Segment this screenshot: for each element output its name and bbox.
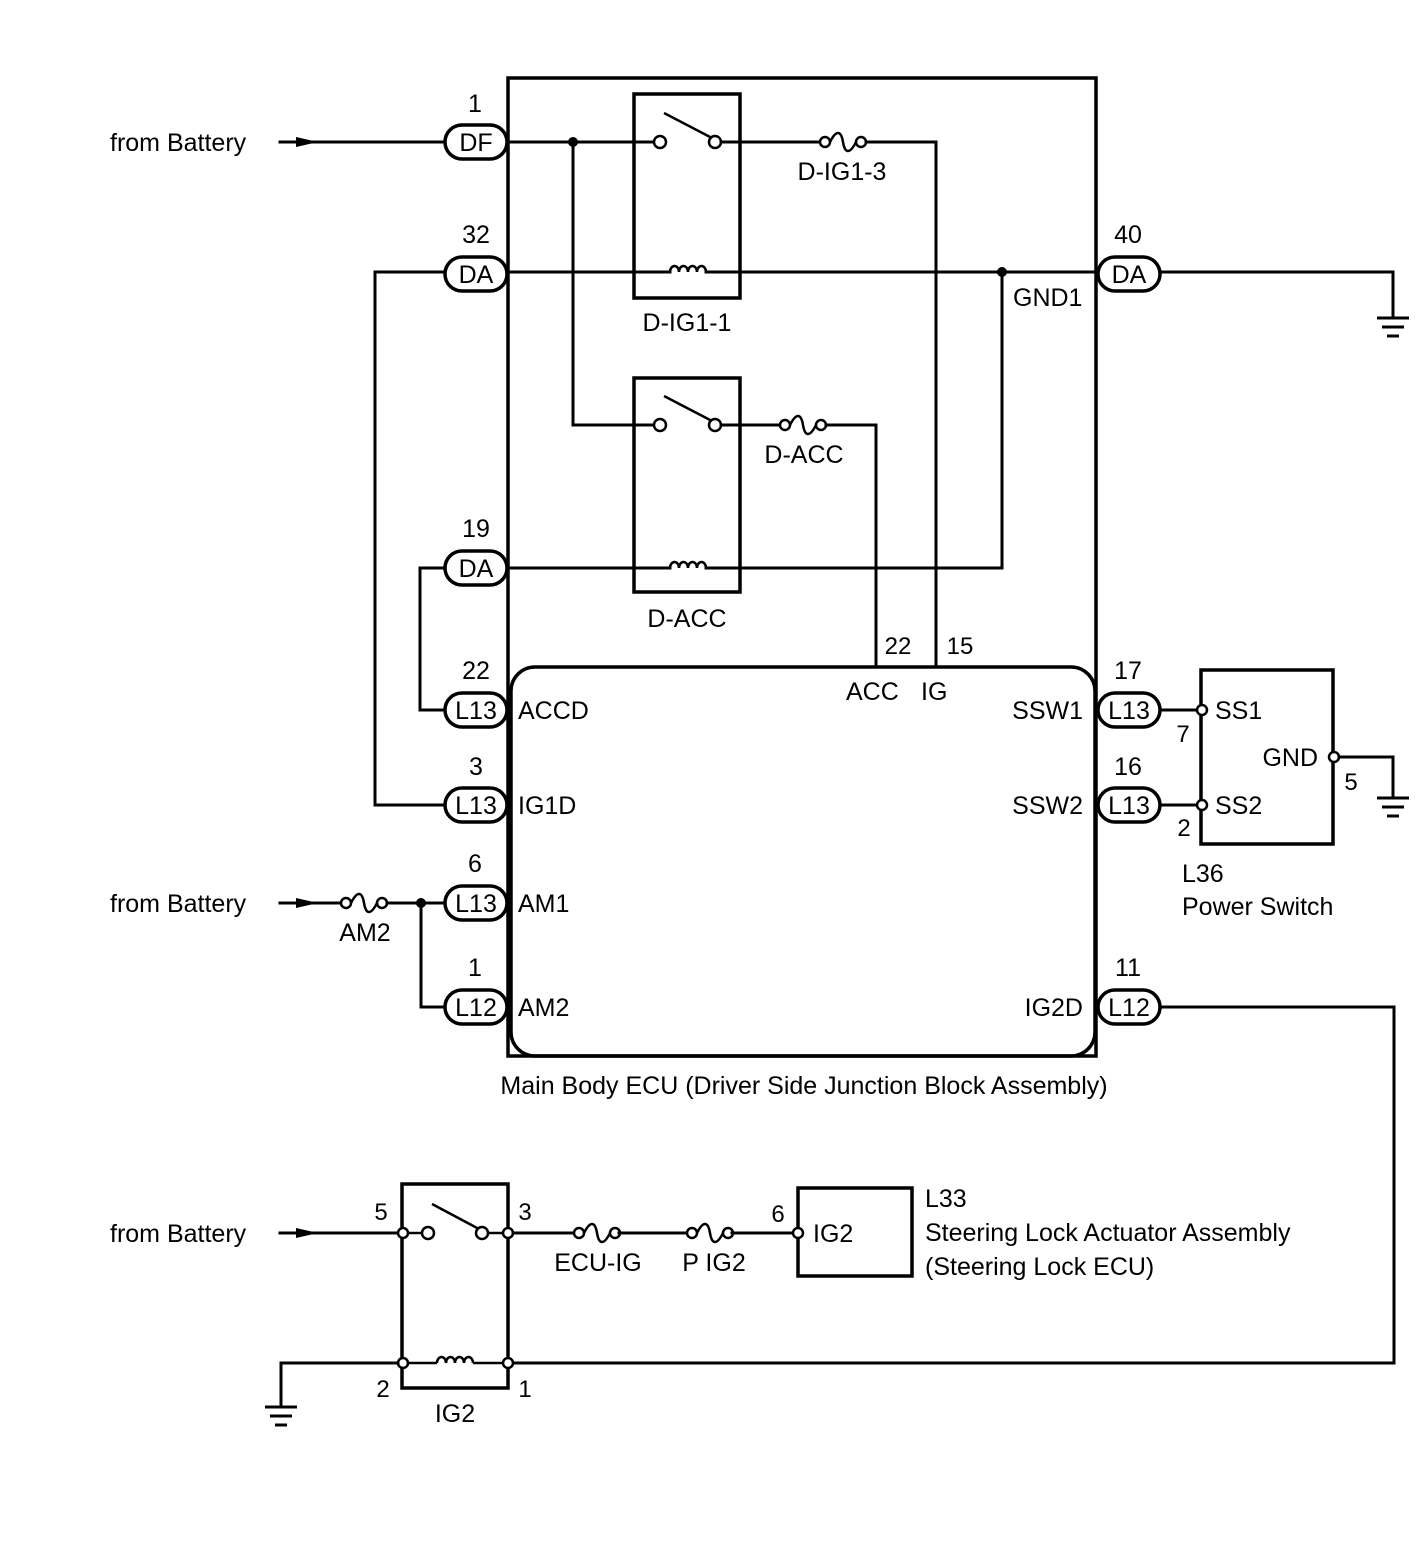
steering-lock-name: Steering Lock Actuator Assembly bbox=[925, 1219, 1291, 1247]
connector-da-32: 32 DA bbox=[443, 221, 509, 293]
from-battery-label-3: from Battery bbox=[110, 1220, 247, 1248]
relay-label: D-IG1-1 bbox=[643, 309, 732, 337]
power-switch-name: Power Switch bbox=[1182, 893, 1333, 921]
steering-lock-subname: (Steering Lock ECU) bbox=[925, 1253, 1154, 1281]
ground-icon bbox=[1375, 796, 1411, 818]
relay-coil-icon bbox=[435, 1355, 475, 1365]
connector-pin-number: 3 bbox=[469, 753, 483, 781]
connector-code: L12 bbox=[455, 994, 497, 1022]
terminal-ss2: SS2 bbox=[1215, 792, 1262, 820]
ecu-terminal-ig: IG bbox=[921, 678, 947, 706]
relay-d-acc: D-ACC bbox=[632, 376, 742, 633]
ecu-terminal-ssw1: SSW1 bbox=[1012, 697, 1083, 725]
connector-da-19: 19 DA bbox=[443, 515, 509, 587]
fuse-label-am2: AM2 bbox=[339, 919, 390, 947]
relay-pin-3: 3 bbox=[518, 1199, 531, 1226]
power-switch-code: L36 bbox=[1182, 860, 1224, 888]
relay-label: IG2 bbox=[435, 1400, 475, 1428]
arrow-icon bbox=[278, 137, 447, 147]
connector-code: DF bbox=[459, 129, 492, 157]
fuse-icon bbox=[572, 1222, 622, 1244]
connector-code: L13 bbox=[1108, 792, 1150, 820]
ecu-terminal-am1: AM1 bbox=[518, 890, 569, 918]
fuse-icon bbox=[778, 414, 828, 436]
connector-code: L13 bbox=[455, 890, 497, 918]
pin-ss1: 7 bbox=[1176, 721, 1189, 748]
main-body-ecu-box bbox=[509, 665, 1097, 1058]
connector-pin-number: 22 bbox=[462, 657, 490, 685]
relay-coil-icon bbox=[668, 560, 708, 570]
ecu-terminal-accd: ACCD bbox=[518, 697, 589, 725]
ecu-terminal-ig1d: IG1D bbox=[518, 792, 576, 820]
terminal-gnd: GND bbox=[1262, 744, 1318, 772]
connector-code: DA bbox=[1112, 261, 1147, 289]
connector-l12-11: 11 L12 bbox=[1096, 954, 1162, 1026]
relay-label: D-ACC bbox=[647, 605, 726, 633]
connector-l12-1: 1 L12 bbox=[443, 954, 509, 1026]
connector-pin-number: 11 bbox=[1115, 954, 1141, 982]
ecu-terminal-ssw2: SSW2 bbox=[1012, 792, 1083, 820]
from-battery-label-1: from Battery bbox=[110, 129, 247, 157]
connector-pin-number: 1 bbox=[468, 90, 482, 118]
connector-l13-17: 17 L13 bbox=[1096, 657, 1162, 729]
connector-l13-16: 16 L13 bbox=[1096, 753, 1162, 824]
arrow-icon bbox=[278, 898, 342, 908]
connector-l13-6: 6 L13 bbox=[443, 850, 509, 922]
relay-coil-icon bbox=[668, 264, 708, 274]
connector-code: DA bbox=[459, 555, 494, 583]
connector-code: DA bbox=[459, 261, 494, 289]
relay-pin-2: 2 bbox=[376, 1376, 389, 1403]
ground-icon bbox=[1375, 316, 1411, 338]
from-battery-label-2: from Battery bbox=[110, 890, 247, 918]
power-switch-l36: SS1 SS2 GND 7 2 5 L36 Power Switch bbox=[1176, 668, 1358, 921]
ecu-internal-pin-15: 15 bbox=[947, 633, 974, 660]
connector-pin-number: 40 bbox=[1114, 221, 1142, 249]
connector-pin-number: 1 bbox=[468, 954, 482, 982]
fuse-icon bbox=[339, 892, 389, 914]
pin-ss2: 2 bbox=[1177, 815, 1190, 842]
ground-icon bbox=[263, 1405, 299, 1427]
fuse-label-ecu-ig: ECU-IG bbox=[554, 1249, 642, 1277]
connector-pin-number: 6 bbox=[468, 850, 482, 878]
steering-lock-code: L33 bbox=[925, 1185, 967, 1213]
ecu-terminal-ig2d: IG2D bbox=[1025, 994, 1083, 1022]
connector-code: L13 bbox=[1108, 697, 1150, 725]
pin-6: 6 bbox=[771, 1201, 784, 1228]
steering-lock-l33: IG2 6 L33 Steering Lock Actuator Assembl… bbox=[771, 1185, 1291, 1281]
connector-code: L13 bbox=[455, 697, 497, 725]
relay-ig2: 5 3 2 1 IG2 bbox=[374, 1182, 532, 1428]
ecu-name-label: Main Body ECU (Driver Side Junction Bloc… bbox=[500, 1072, 1107, 1100]
connector-l13-22: 22 L13 bbox=[443, 657, 509, 729]
ecu-terminal-acc: ACC bbox=[846, 678, 899, 706]
gnd1-label: GND1 bbox=[1013, 284, 1082, 312]
fuse-label-d-acc: D-ACC bbox=[764, 441, 843, 469]
relay-d-ig1-1: D-IG1-1 bbox=[632, 92, 742, 337]
terminal-ig2: IG2 bbox=[813, 1220, 853, 1248]
ecu-internal-pin-22: 22 bbox=[885, 633, 912, 660]
ecu-terminal-am2: AM2 bbox=[518, 994, 569, 1022]
connector-l13-3: 3 L13 bbox=[443, 753, 509, 824]
fuse-label-p-ig2: P IG2 bbox=[682, 1249, 745, 1277]
pin-gnd: 5 bbox=[1344, 769, 1357, 796]
fuse-label-d-ig1-3: D-IG1-3 bbox=[798, 158, 887, 186]
connector-df-1: 1 DF bbox=[443, 90, 509, 161]
relay-pin-1: 1 bbox=[518, 1376, 531, 1403]
fuse-icon bbox=[685, 1222, 735, 1244]
connector-pin-number: 32 bbox=[462, 221, 490, 249]
connector-code: L13 bbox=[455, 792, 497, 820]
connector-pin-number: 17 bbox=[1114, 657, 1142, 685]
connector-da-40: 40 DA bbox=[1096, 221, 1162, 293]
connector-pin-number: 19 bbox=[462, 515, 490, 543]
terminal-ss1: SS1 bbox=[1215, 697, 1262, 725]
relay-pin-5: 5 bbox=[374, 1199, 387, 1226]
arrow-icon bbox=[278, 1228, 400, 1238]
fuse-icon bbox=[818, 131, 868, 153]
connector-code: L12 bbox=[1108, 994, 1150, 1022]
connector-pin-number: 16 bbox=[1114, 753, 1142, 781]
